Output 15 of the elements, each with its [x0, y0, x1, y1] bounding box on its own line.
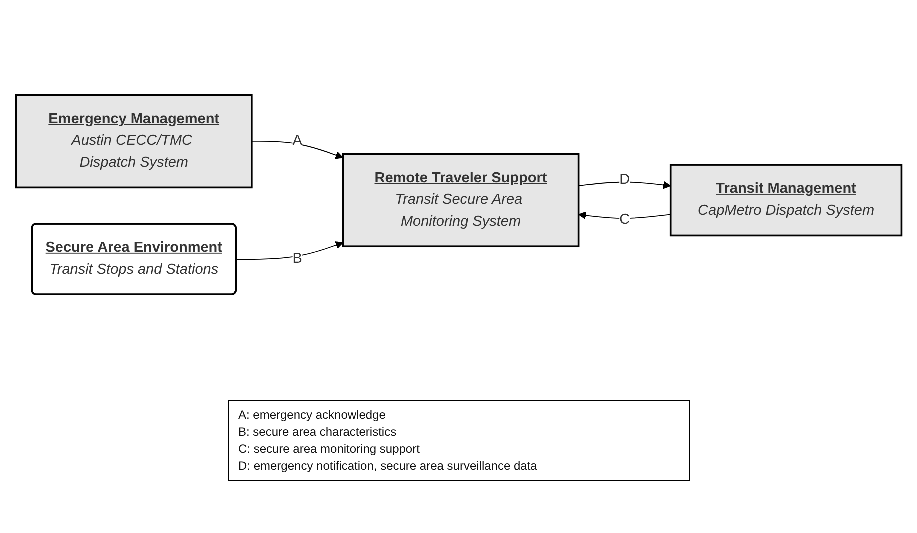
arrow: [236, 242, 344, 260]
arrow: [578, 212, 671, 220]
arrow: [250, 141, 344, 160]
legend-note: D: emergency notification, secure area surveillance data: [238, 459, 538, 473]
node-box: Remote Traveler Support Transit Secure Area Monitoring System: [342, 153, 580, 248]
edge-label: C: [619, 212, 630, 228]
arrow: [578, 181, 671, 190]
legend-note: C: secure area monitoring support: [238, 442, 421, 456]
legend-note: B: secure area characteristics: [238, 425, 398, 439]
node-box: Emergency Management Austin CECC/TMC Dispatch System: [14, 94, 252, 189]
legend-note: A: emergency acknowledge: [238, 408, 387, 422]
edge-label: B: [292, 251, 302, 267]
node-box: Transit Management CapMetro Dispatch System: [669, 164, 902, 237]
edge-label: A: [292, 133, 302, 149]
edge-label: D: [619, 172, 630, 188]
